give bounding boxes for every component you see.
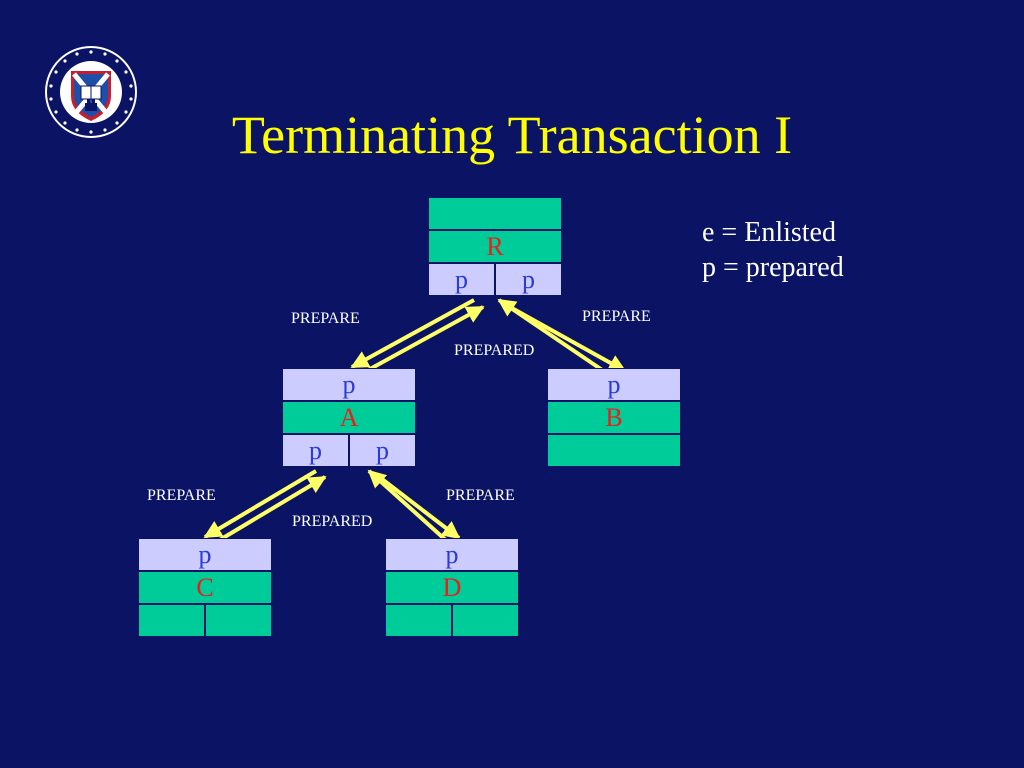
node-b-name: B [605, 403, 623, 432]
node-c-name-row: C [138, 571, 272, 604]
label-prepare-r-to-b: PREPARE [582, 308, 651, 325]
arrow-prepare-a-to-d [376, 474, 461, 540]
node-d-state: p [445, 540, 459, 569]
label-prepare-a-to-c: PREPARE [147, 487, 216, 504]
node-c-state: p [198, 540, 212, 569]
node-a-children-row: p p [282, 434, 416, 467]
node-r-state [429, 198, 561, 229]
node-r-children-row: p p [428, 263, 562, 296]
legend: e = Enlisted p = prepared [702, 215, 844, 285]
node-d-name-row: D [385, 571, 519, 604]
node-a-child-state-d: p [348, 435, 415, 466]
node-b-children-row [547, 434, 681, 467]
arrow-prepare-a-to-c [203, 469, 318, 539]
node-c-state-row: p [138, 538, 272, 571]
node-b-state: p [607, 370, 621, 399]
node-c-child-cell-2 [204, 605, 271, 636]
node-a-state-row: p [282, 368, 416, 401]
label-prepared-r: PREPARED [454, 342, 535, 359]
arrow-prepared-a-to-r [360, 305, 485, 376]
node-c-children-row [138, 604, 272, 637]
node-d: p D [385, 538, 519, 637]
legend-prepared: p = prepared [702, 252, 844, 283]
legend-enlisted: e = Enlisted [702, 217, 836, 248]
node-c: p C [138, 538, 272, 637]
node-a-child-state-c: p [309, 436, 322, 465]
node-r-state-row [428, 197, 562, 230]
node-r: R p p [428, 197, 562, 296]
node-a-state: p [342, 370, 356, 399]
node-d-children-row [385, 604, 519, 637]
university-crest-logo [45, 46, 137, 138]
node-b-state-row: p [547, 368, 681, 401]
arrow-prepared-d-to-a [367, 469, 451, 545]
node-a-name-row: A [282, 401, 416, 434]
node-b-child-cell [548, 435, 680, 466]
arrow-prepare-r-to-b [509, 305, 627, 373]
arrow-prepare-r-to-a [350, 298, 475, 369]
node-d-child-cell-1 [386, 605, 451, 636]
node-c-child-cell-1 [139, 605, 204, 636]
node-r-child-state-b: p [494, 264, 561, 295]
label-prepared-a: PREPARED [292, 513, 373, 530]
label-prepare-r-to-a: PREPARE [291, 310, 360, 327]
node-d-name: D [442, 573, 462, 602]
node-d-child-cell-2 [451, 605, 518, 636]
arrow-prepared-b-to-r [497, 298, 616, 380]
node-r-child-state-a: p [455, 265, 468, 294]
node-r-name: R [486, 232, 504, 261]
slide-title: Terminating Transaction I [231, 105, 793, 165]
label-prepare-a-to-d: PREPARE [446, 487, 515, 504]
node-c-name: C [196, 573, 214, 602]
arrow-prepared-c-to-a [211, 475, 327, 546]
node-b: p B [547, 368, 681, 467]
node-d-state-row: p [385, 538, 519, 571]
node-a-name: A [339, 403, 359, 432]
node-b-name-row: B [547, 401, 681, 434]
node-a: p A p p [282, 368, 416, 467]
node-r-name-row: R [428, 230, 562, 263]
